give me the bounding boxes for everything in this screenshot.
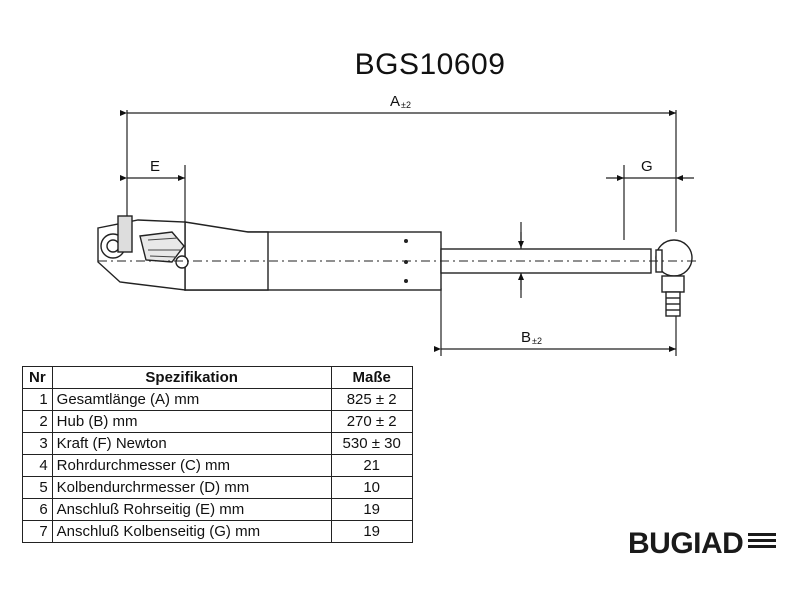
dimension-a-tolerance: ±2 xyxy=(401,100,411,110)
row-spec: Rohrdurchmesser (C) mm xyxy=(51,454,332,477)
header-spezifikation: Spezifikation xyxy=(51,366,332,389)
row-value: 10 xyxy=(330,476,413,499)
row-nr: 4 xyxy=(22,454,53,477)
cylinder-body xyxy=(97,215,442,291)
row-nr: 2 xyxy=(22,410,53,433)
row-nr: 7 xyxy=(22,520,53,543)
row-spec: Anschluß Kolbenseitig (G) mm xyxy=(51,520,332,543)
table-row: 5 Kolbendurchrmesser (D) mm 10 xyxy=(22,476,413,499)
row-value: 530 ± 30 xyxy=(330,432,413,455)
row-spec: Gesamtlänge (A) mm xyxy=(51,388,332,411)
dimension-g: G xyxy=(606,158,694,181)
row-nr: 1 xyxy=(22,388,53,411)
dimension-b-tolerance: ±2 xyxy=(532,336,542,346)
dimension-b: B ±2 xyxy=(434,329,676,352)
row-value: 270 ± 2 xyxy=(330,410,413,433)
header-masse: Maße xyxy=(330,366,413,389)
row-nr: 6 xyxy=(22,498,53,521)
dimension-a-label: A xyxy=(390,93,400,110)
specification-table: Nr Spezifikation Maße 1 Gesamtlänge (A) … xyxy=(22,366,413,543)
row-nr: 3 xyxy=(22,432,53,455)
table-header-row: Nr Spezifikation Maße xyxy=(22,366,413,389)
dimension-e: E xyxy=(120,158,185,181)
header-nr: Nr xyxy=(22,366,53,389)
row-nr: 5 xyxy=(22,476,53,499)
row-spec: Kraft (F) Newton xyxy=(51,432,332,455)
table-row: 6 Anschluß Rohrseitig (E) mm 19 xyxy=(22,498,413,521)
logo-text: BUGIAD xyxy=(628,527,744,560)
row-spec: Kolbendurchrmesser (D) mm xyxy=(51,476,332,499)
dimension-g-label: G xyxy=(641,158,653,175)
logo-bars-icon xyxy=(748,533,776,548)
table-row: 1 Gesamtlänge (A) mm 825 ± 2 xyxy=(22,388,413,411)
dimension-a: A ±2 xyxy=(120,93,676,116)
row-spec: Hub (B) mm xyxy=(51,410,332,433)
dimension-b-label: B xyxy=(521,329,531,346)
bugiad-logo: BUGIAD xyxy=(628,527,788,563)
table-row: 7 Anschluß Kolbenseitig (G) mm 19 xyxy=(22,520,413,543)
row-value: 825 ± 2 xyxy=(330,388,413,411)
row-value: 19 xyxy=(330,498,413,521)
row-value: 21 xyxy=(330,454,413,477)
table-row: 2 Hub (B) mm 270 ± 2 xyxy=(22,410,413,433)
row-value: 19 xyxy=(330,520,413,543)
dimension-e-label: E xyxy=(150,158,160,175)
table-row: 4 Rohrdurchmesser (C) mm 21 xyxy=(22,454,413,477)
table-row: 3 Kraft (F) Newton 530 ± 30 xyxy=(22,432,413,455)
row-spec: Anschluß Rohrseitig (E) mm xyxy=(51,498,332,521)
piston-rod xyxy=(440,239,693,317)
part-number-title: BGS10609 xyxy=(354,48,506,81)
